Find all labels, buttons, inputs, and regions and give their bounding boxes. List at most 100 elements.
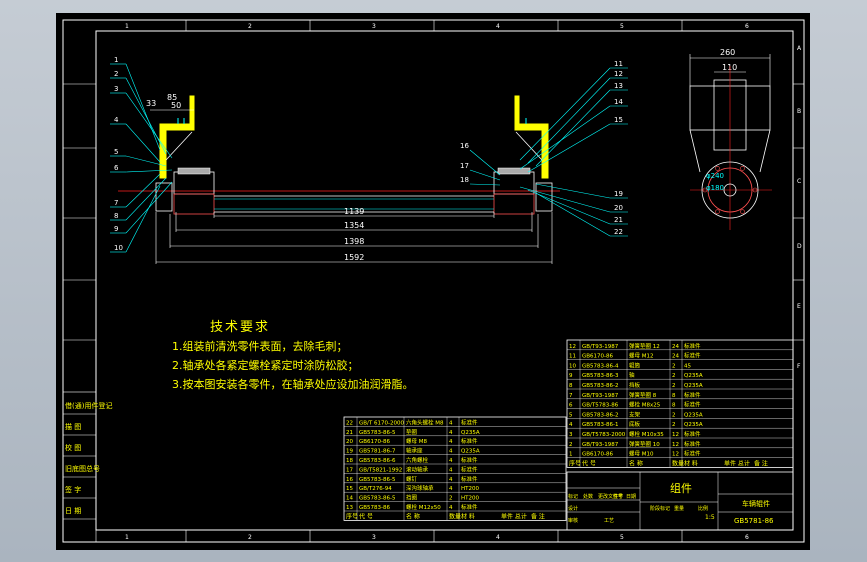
balloon-right: 14	[614, 98, 623, 106]
bom-cell: 4	[449, 439, 453, 445]
bom-cell: GB6170-86	[582, 354, 614, 360]
col-label-top: 6	[745, 23, 749, 30]
technical-note-1: 1.组装前清洗零件表面，去除毛刺；	[172, 340, 348, 353]
bom-cell: 12	[672, 442, 679, 448]
bom-cell: GB/T5783-2000	[582, 432, 626, 438]
technical-notes: 技术要求 1.组装前清洗零件表面，去除毛刺； 2.轴承处各紧定螺栓紧定时涂防松胶…	[172, 318, 472, 394]
bom-cell: 标准件	[461, 465, 478, 473]
dim-1139: 1139	[344, 207, 364, 216]
bom-cell: 标准件	[684, 440, 701, 448]
bom-cell: 标准件	[461, 456, 478, 464]
bom-cell: GB/T5821-1992	[359, 467, 402, 473]
bom-cell: GB6170-86	[359, 439, 391, 445]
bom-header: 序号	[346, 512, 358, 520]
row-label: F	[797, 363, 801, 370]
bom-cell: GB5781-86-7	[359, 449, 396, 455]
bom-cell: 13	[346, 505, 353, 511]
balloon-right: 12	[614, 70, 623, 78]
balloon-left: 9	[114, 225, 118, 233]
bom-cell: 螺母 M8	[406, 437, 427, 445]
bom-cell: GB5783-86-6	[359, 458, 396, 464]
bom-cell: 6	[569, 403, 573, 409]
bom-cell: 滚动轴承	[406, 465, 429, 473]
title-name: 组件	[670, 481, 692, 495]
leader-lines	[110, 63, 628, 253]
bom-header: 代 号	[359, 512, 373, 520]
dim-240: φ240	[706, 172, 724, 180]
bom-cell: 标准件	[461, 475, 478, 483]
dim-1354: 1354	[344, 221, 364, 230]
bom-cell: 螺栓 M12x50	[406, 503, 441, 511]
dim-85: 85	[167, 93, 177, 102]
dim-180: φ180	[706, 184, 724, 192]
bom-cell: 24	[672, 354, 679, 360]
col-label-bottom: 2	[248, 534, 252, 541]
bom-cell: 3	[569, 432, 573, 438]
balloon-right: 21	[614, 216, 623, 224]
bom-cell: 18	[346, 458, 353, 464]
row-label: B	[797, 108, 801, 115]
bom-cell: 4	[449, 449, 453, 455]
bom-cell: 螺栓 M8x25	[629, 401, 661, 409]
bom-cell: 标准件	[461, 437, 478, 445]
bom-cell: Q235A	[684, 422, 703, 428]
title-scale: 1:5	[705, 514, 715, 521]
bom-cell: 2	[672, 412, 676, 418]
side-registration-label: 描 图	[65, 422, 81, 431]
bom-cell: HT200	[461, 486, 479, 492]
bom-cell: 8	[672, 393, 676, 399]
bom-cell: 4	[449, 458, 453, 464]
bom-cell: 垫圈	[406, 428, 418, 436]
bom-cell: 9	[569, 373, 573, 379]
row-label: A	[797, 45, 802, 52]
col-label-bottom: 4	[496, 534, 500, 541]
dim-1592: 1592	[344, 253, 364, 262]
bom-cell: 15	[346, 486, 353, 492]
bom-cell: 14	[346, 496, 353, 502]
bom-header: 名 称	[629, 459, 643, 467]
title-block-label: 审核	[568, 517, 578, 524]
side-roller-inner	[707, 167, 753, 213]
bom-cell: 1	[569, 452, 573, 458]
col-label-top: 3	[372, 23, 376, 30]
balloon-right: 15	[614, 116, 623, 124]
dim-260: 260	[720, 48, 735, 57]
bom-cell: GB/T 6170-2000	[359, 420, 404, 426]
bom-cell: GB5783-86	[359, 505, 391, 511]
bom-cell: GB5783-86-2	[582, 412, 619, 418]
bom-cell: 5	[569, 412, 573, 418]
bom-cell: 标准件	[461, 503, 478, 511]
bom-cell: 12	[569, 344, 576, 350]
title-block-labels: 标记处数更改文件号签字日期设计审核工艺阶段标记重量比例	[568, 493, 708, 524]
row-label: C	[797, 178, 801, 185]
bom-cell: GB5783-86-1	[582, 422, 619, 428]
bom-cell: 挡圈	[406, 494, 418, 502]
balloon-left: 8	[114, 212, 118, 220]
bom-cell: 8	[569, 383, 573, 389]
technical-note-2: 2.轴承处各紧定螺栓紧定时涂防松胶；	[172, 359, 359, 372]
bom-cell: 4	[449, 467, 453, 473]
row-label: D	[797, 243, 802, 250]
bom-cell: 17	[346, 467, 353, 473]
bom-cell: 4	[449, 505, 453, 511]
bom-cell: 2	[672, 422, 676, 428]
left-end-plate	[155, 182, 173, 212]
title-block-label: 设计	[568, 505, 578, 512]
left-bearing-seat	[173, 193, 215, 215]
title-product: 车辆辊件	[742, 499, 770, 508]
bom-cell: 2	[672, 363, 676, 369]
bom-cell: 8	[672, 403, 676, 409]
col-label-top: 5	[620, 23, 624, 30]
bom-header: 材 料	[461, 512, 475, 520]
bom-cell: 弹簧垫圈 12	[629, 342, 660, 350]
balloon-right: 16	[460, 142, 469, 150]
bom-cell: Q235A	[461, 449, 480, 455]
bom-cell: 21	[346, 430, 353, 436]
side-shaft	[723, 183, 737, 197]
bom-header: 备 注	[754, 459, 768, 467]
bom-cell: 轴	[629, 371, 635, 379]
side-registration-label: 日 期	[65, 507, 81, 515]
bom-cell: GB5783-86-3	[582, 373, 619, 379]
bom-cell: 2	[672, 373, 676, 379]
